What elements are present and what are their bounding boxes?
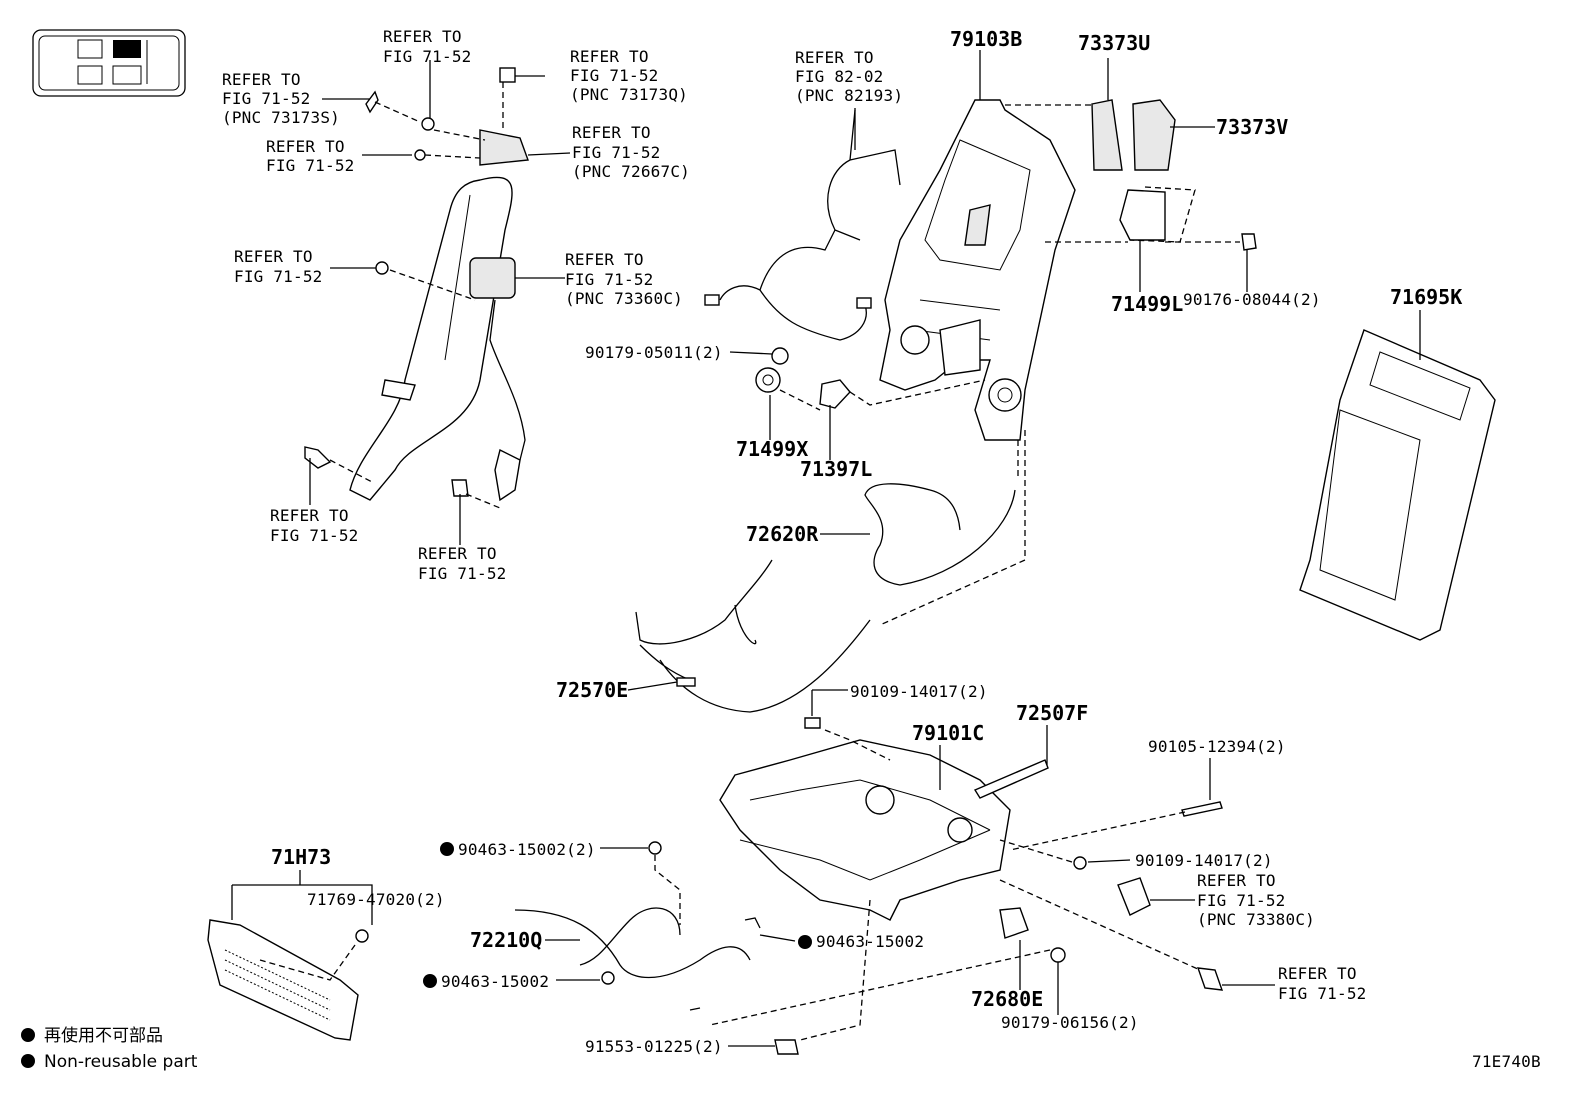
part-number[interactable]: 71695K [1390, 285, 1462, 309]
part-number[interactable]: 71769-47020(2) [307, 890, 445, 909]
figure-id: 71E740B [1472, 1052, 1541, 1071]
part-number[interactable]: 90463-15002 [441, 972, 549, 991]
legend-en: Non-reusable part [44, 1052, 198, 1072]
leader-lines [231, 50, 1421, 1047]
legend: 再使用不可部品 Non-reusable part [44, 1025, 198, 1072]
part-number[interactable]: 73373U [1078, 31, 1150, 55]
part-number[interactable]: 90463-15002(2) [458, 840, 596, 859]
part-number[interactable]: 90105-12394(2) [1148, 737, 1286, 756]
seat-back-frame [879, 99, 1076, 441]
callout-line: REFER TO [270, 506, 349, 525]
legend-dot [21, 1054, 35, 1068]
callout-line: FIG 71-52 [1197, 891, 1286, 910]
callout-line: FIG 71-52 [266, 156, 355, 175]
callout-line: FIG 71-52 [270, 526, 359, 545]
part-number[interactable]: 72680E [971, 987, 1043, 1011]
part-number[interactable]: 90463-15002 [816, 932, 924, 951]
part-number[interactable]: 90109-14017(2) [850, 682, 988, 701]
non-reusable-dot [423, 974, 437, 988]
seat-belt-assembly [304, 67, 529, 502]
seat-cushion-frame [719, 717, 1224, 991]
callout-line: (PNC 73173Q) [570, 85, 688, 104]
callout-line: FIG 71-52 [418, 564, 507, 583]
part-number[interactable]: 72620R [746, 522, 819, 546]
callout-line: REFER TO [570, 47, 649, 66]
part-number[interactable]: 90179-05011(2) [585, 343, 723, 362]
callout-line: REFER TO [266, 137, 345, 156]
part-number[interactable]: 72570E [556, 678, 628, 702]
part-number[interactable]: 71499X [736, 437, 808, 461]
headrest-supports [1091, 99, 1257, 251]
callout-line: REFER TO [795, 48, 874, 67]
wire-harness [704, 109, 901, 341]
part-number[interactable]: 90179-06156(2) [1001, 1013, 1139, 1032]
part-number[interactable]: 90176-08044(2) [1183, 290, 1321, 309]
callout-line: (PNC 73173S) [222, 108, 340, 127]
callout-line: FIG 71-52 [234, 267, 323, 286]
callout-line: REFER TO [383, 27, 462, 46]
part-number[interactable]: 72210Q [470, 928, 542, 952]
callouts: REFER TO FIG 71-52 REFER TO FIG 71-52 (P… [222, 27, 1367, 1003]
lower-cable [514, 841, 799, 1055]
release-cables [635, 483, 1016, 713]
callout-line: (PNC 82193) [795, 86, 903, 105]
part-numbers: 79103B 73373U 73373V 71499L 90176-08044(… [271, 27, 1462, 1056]
callout-line: REFER TO [1278, 964, 1357, 983]
callout-line: REFER TO [418, 544, 497, 563]
callout-line: FIG 71-52 [1278, 984, 1367, 1003]
callout-line: REFER TO [222, 70, 301, 89]
non-reusable-markers [21, 842, 812, 1068]
cover-71h73 [207, 919, 369, 1041]
callout-line: FIG 71-52 [572, 143, 661, 162]
legend-dot [21, 1028, 35, 1042]
part-number[interactable]: 79103B [950, 27, 1022, 51]
callout-line: FIG 71-52 [222, 89, 311, 108]
seat-position-widget[interactable] [32, 29, 186, 97]
callout-line: REFER TO [572, 123, 651, 142]
part-number[interactable]: 71499L [1111, 292, 1183, 316]
non-reusable-dot [798, 935, 812, 949]
callout-line: REFER TO [1197, 871, 1276, 890]
callout-line: FIG 71-52 [570, 66, 659, 85]
part-number[interactable]: 72507F [1016, 701, 1088, 725]
non-reusable-dot [440, 842, 454, 856]
recliner-parts [755, 347, 851, 409]
part-number[interactable]: 79101C [912, 721, 984, 745]
seat-back-board [1299, 329, 1496, 641]
part-number[interactable]: 91553-01225(2) [585, 1037, 723, 1056]
callout-line: (PNC 73380C) [1197, 910, 1315, 929]
callout-line: FIG 71-52 [565, 270, 654, 289]
part-number[interactable]: 71397L [800, 457, 872, 481]
part-number[interactable]: 71H73 [271, 845, 331, 869]
part-number[interactable]: 73373V [1216, 115, 1288, 139]
callout-line: (PNC 73360C) [565, 289, 683, 308]
part-number[interactable]: 90109-14017(2) [1135, 851, 1273, 870]
callout-line: REFER TO [234, 247, 313, 266]
callout-line: FIG 71-52 [383, 47, 472, 66]
callout-line: (PNC 72667C) [572, 162, 690, 181]
legend-jp: 再使用不可部品 [44, 1025, 163, 1046]
callout-line: FIG 82-02 [795, 67, 884, 86]
callout-line: REFER TO [565, 250, 644, 269]
